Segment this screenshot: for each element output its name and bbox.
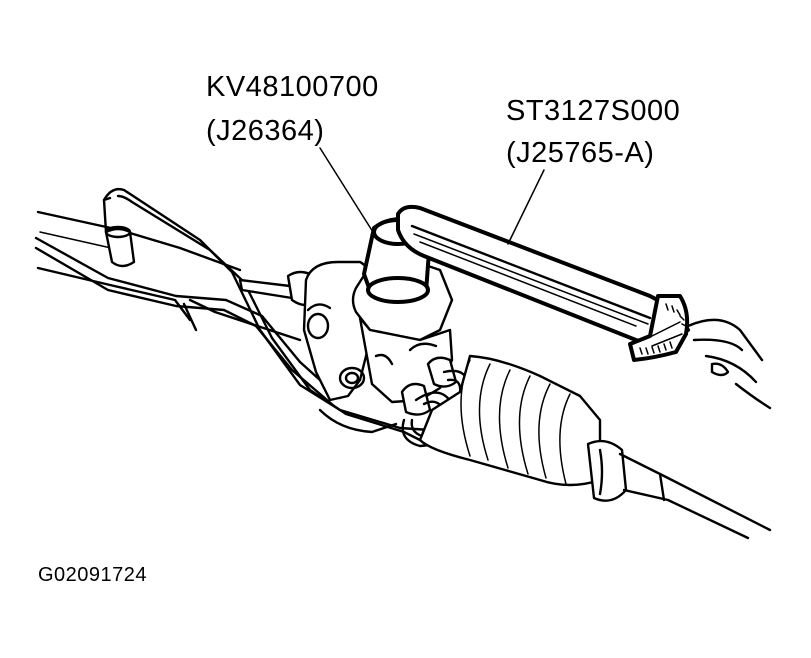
torque-wrench xyxy=(396,204,772,410)
tool-1-alt-number: (J26364) xyxy=(206,115,325,147)
rack-housing xyxy=(36,210,302,342)
tool-2-part-number: ST3127S000 xyxy=(506,95,681,127)
rack-boot xyxy=(418,354,772,540)
tool-2-alt-number: (J25765-A) xyxy=(506,137,655,169)
dial-ticks xyxy=(639,303,687,355)
tool-1-part-number: KV48100700 xyxy=(206,71,379,103)
hydraulic-lines xyxy=(34,187,432,434)
leader-lines xyxy=(319,147,545,245)
figure-id: G02091724 xyxy=(38,564,148,586)
